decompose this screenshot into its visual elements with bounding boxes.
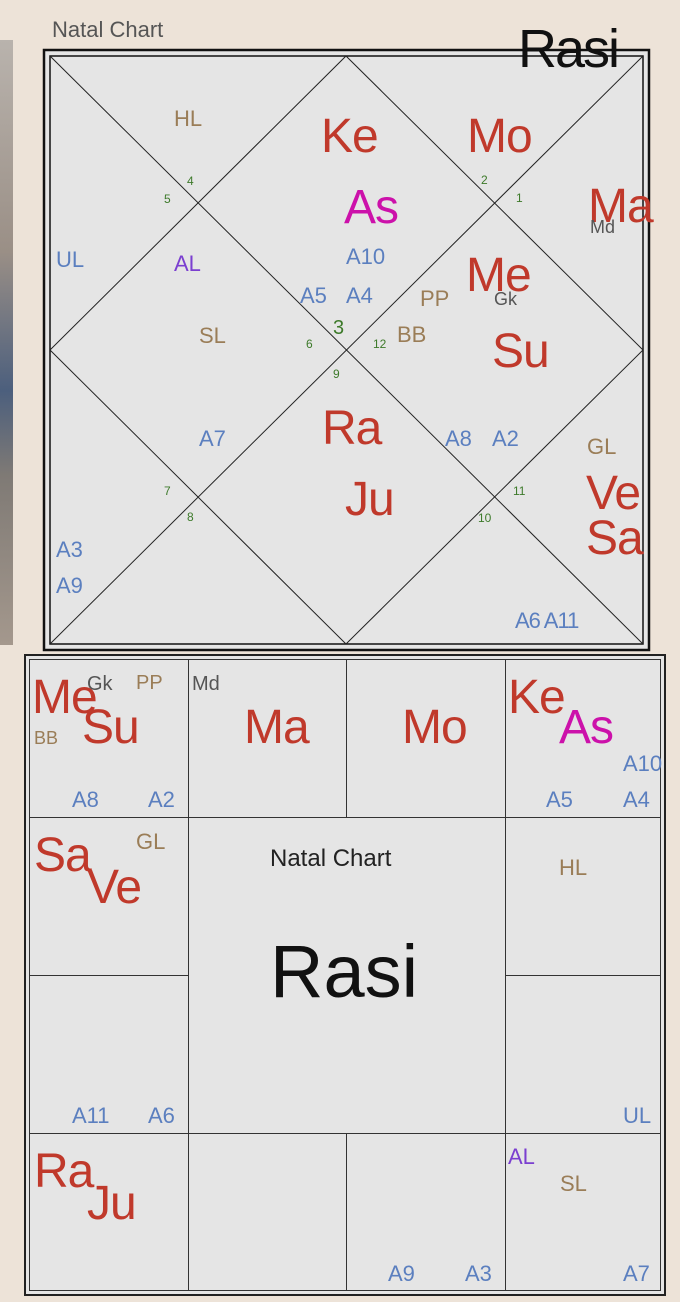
point-gl: GL — [587, 436, 616, 458]
planet-ju: Ju — [345, 476, 394, 524]
south-chart: Natal Chart Rasi Me Su Gk PP BB A8 A2 Md… — [24, 654, 666, 1296]
point-a7: A7 — [199, 428, 226, 450]
point-a8: A8 — [72, 789, 99, 811]
planet-mo: Mo — [467, 113, 532, 161]
house-number-9: 9 — [333, 368, 340, 380]
planet-md: Md — [192, 674, 220, 694]
point-a3: A3 — [465, 1263, 492, 1285]
point-a9: A9 — [388, 1263, 415, 1285]
point-bb: BB — [397, 324, 426, 346]
point-a9: A9 — [56, 575, 83, 597]
planet-ve: Ve — [586, 470, 640, 518]
planet-ra: Ra — [34, 1148, 93, 1196]
point-al: AL — [174, 253, 201, 275]
planet-ma: Ma — [244, 704, 309, 752]
point-pp: PP — [420, 288, 449, 310]
planet-ke: Ke — [508, 674, 565, 722]
house-number-4: 4 — [187, 175, 194, 187]
planet-gk: Gk — [494, 290, 517, 308]
north-chart-title: Natal Chart — [52, 19, 163, 41]
planet-sa: Sa — [34, 832, 91, 880]
point-a2: A2 — [492, 428, 519, 450]
point-a6-a11: A6 A11 — [515, 610, 578, 632]
sign-cell-scorpio — [188, 1133, 347, 1291]
house-number-10: 10 — [478, 512, 491, 524]
point-a5: A5 — [546, 789, 573, 811]
house-number-5: 5 — [164, 193, 171, 205]
point-a10: A10 — [623, 753, 662, 775]
sign-cell-cancer — [505, 817, 661, 976]
planet-ke: Ke — [321, 113, 378, 161]
point-sl: SL — [199, 325, 226, 347]
south-chart-subtitle: Rasi — [270, 935, 418, 1009]
planet-gk: Gk — [87, 674, 113, 694]
house-number-3: 3 — [333, 318, 344, 338]
point-a10: A10 — [346, 246, 385, 268]
point-sl: SL — [560, 1173, 587, 1195]
planet-su: Su — [82, 704, 139, 752]
point-a4: A4 — [346, 285, 373, 307]
planet-ve: Ve — [87, 864, 141, 912]
house-number-6: 6 — [306, 338, 313, 350]
planet-as: As — [559, 704, 613, 752]
house-number-7: 7 — [164, 485, 171, 497]
point-ul: UL — [56, 249, 84, 271]
planet-as: As — [344, 184, 398, 232]
house-number-12: 12 — [373, 338, 386, 350]
point-a7: A7 — [623, 1263, 650, 1285]
house-number-8: 8 — [187, 511, 194, 523]
planet-su: Su — [492, 328, 549, 376]
point-bb: BB — [34, 729, 58, 747]
south-chart-title: Natal Chart — [270, 847, 391, 871]
point-a6: A6 — [148, 1105, 175, 1127]
planet-mo: Mo — [402, 704, 467, 752]
point-hl: HL — [559, 857, 587, 879]
point-al: AL — [508, 1146, 535, 1168]
planet-sa: Sa — [586, 515, 643, 563]
point-a5: A5 — [300, 285, 327, 307]
point-a3: A3 — [56, 539, 83, 561]
point-a8: A8 — [445, 428, 472, 450]
point-pp: PP — [136, 673, 163, 693]
point-hl: HL — [174, 108, 202, 130]
north-chart-subtitle: Rasi — [518, 22, 618, 76]
planet-md: Md — [590, 218, 615, 236]
point-a11: A11 — [72, 1105, 110, 1127]
house-number-2: 2 — [481, 174, 488, 186]
point-a2: A2 — [148, 789, 175, 811]
house-number-11: 11 — [513, 485, 525, 497]
point-ul: UL — [623, 1105, 651, 1127]
planet-ju: Ju — [87, 1180, 136, 1228]
planet-ra: Ra — [322, 405, 381, 453]
point-a4: A4 — [623, 789, 650, 811]
house-number-1: 1 — [516, 192, 523, 204]
point-gl: GL — [136, 831, 165, 853]
